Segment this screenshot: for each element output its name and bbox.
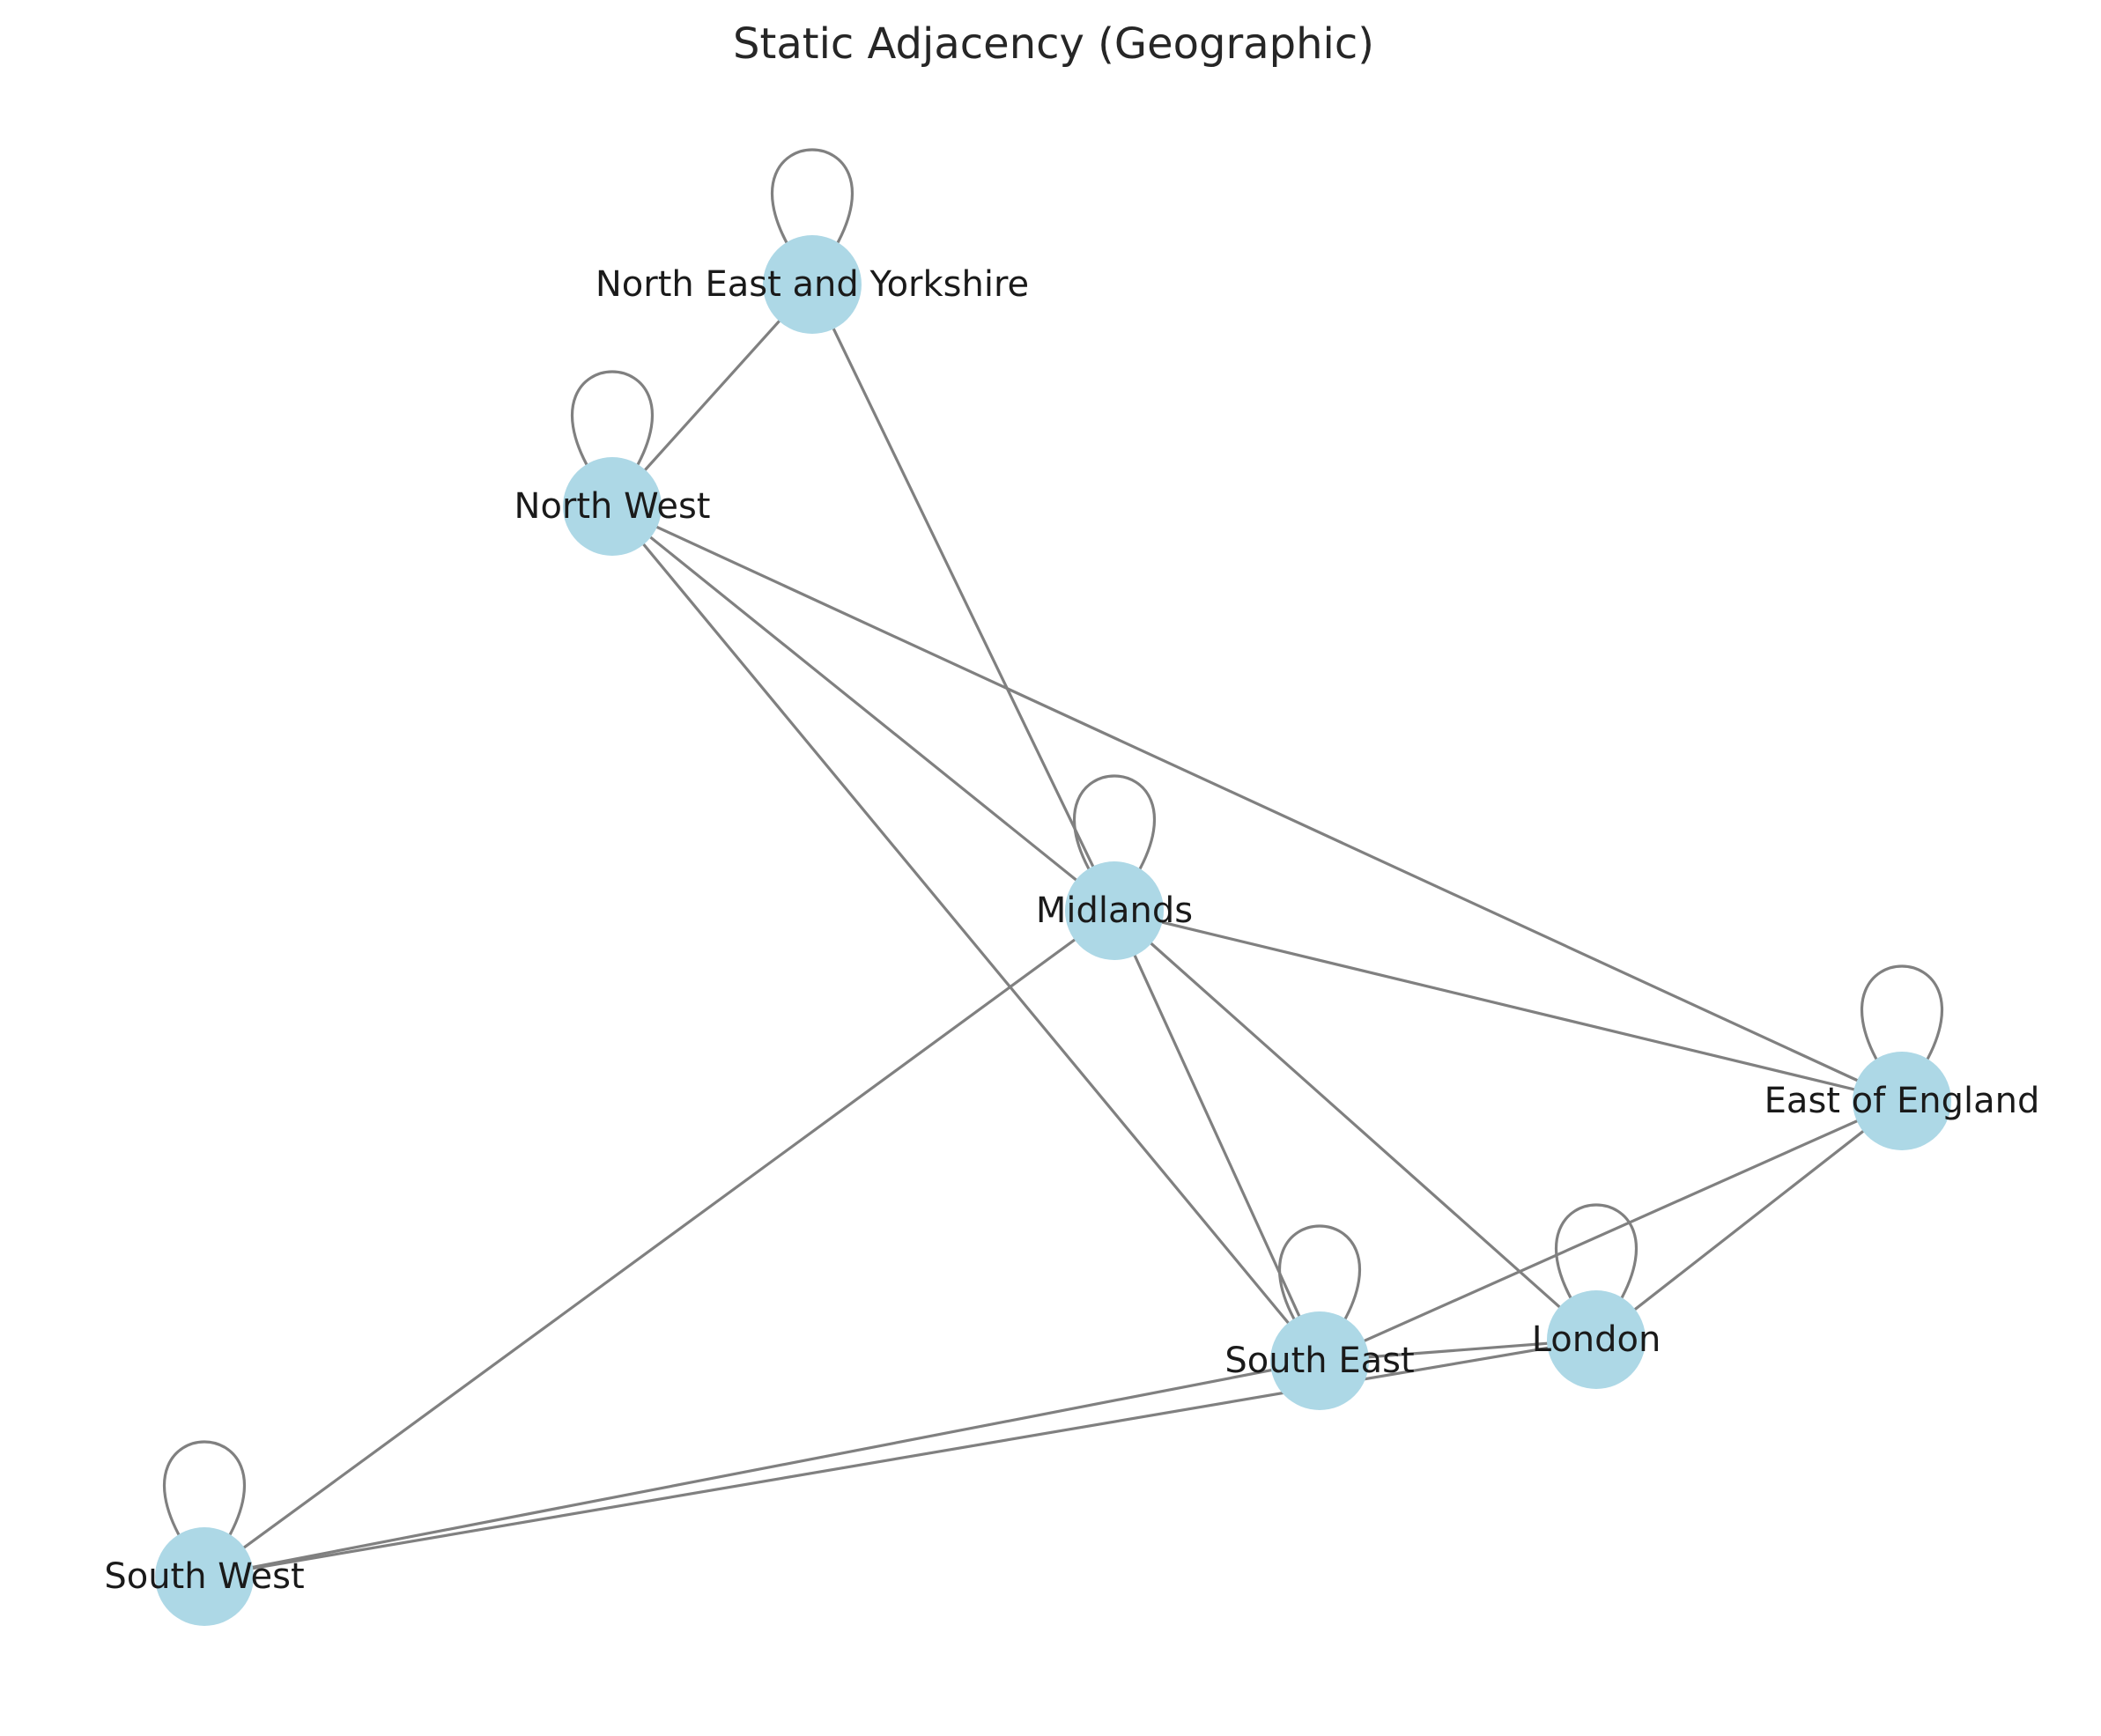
self-loop-london xyxy=(1554,1203,1639,1304)
self-loops-layer xyxy=(162,148,1944,1540)
self-loop-south-east xyxy=(1277,1224,1362,1325)
node-london xyxy=(1547,1290,1646,1389)
node-midlands xyxy=(1065,861,1164,960)
edge-east-of-england-london xyxy=(1595,1099,1903,1341)
node-north-west xyxy=(563,457,662,556)
node-label-midlands: Midlands xyxy=(1036,890,1193,931)
self-loop-south-west xyxy=(162,1440,247,1540)
edge-south-east-south-west xyxy=(203,1359,1321,1578)
node-north-east-and-yorkshire xyxy=(763,235,862,334)
edge-north-west-midlands xyxy=(610,505,1116,912)
edge-north-east-and-yorkshire-north-west xyxy=(610,283,814,508)
nodes-layer xyxy=(155,235,1951,1626)
node-south-east xyxy=(1270,1311,1369,1410)
edge-midlands-london xyxy=(1113,909,1598,1341)
edge-north-west-south-east xyxy=(610,505,1321,1363)
edge-midlands-south-east xyxy=(1113,910,1321,1362)
edge-north-west-east-of-england xyxy=(611,505,1903,1103)
node-label-north-west: North West xyxy=(514,486,711,527)
node-label-london: London xyxy=(1532,1319,1661,1360)
edge-midlands-south-west xyxy=(203,909,1115,1578)
self-loop-north-east-and-yorkshire xyxy=(770,148,854,248)
edge-east-of-england-south-east xyxy=(1319,1099,1903,1363)
node-label-north-east-and-yorkshire: North East and Yorkshire xyxy=(596,264,1029,305)
node-label-east-of-england: East of England xyxy=(1764,1081,2040,1121)
self-loop-midlands xyxy=(1072,774,1157,875)
node-south-west xyxy=(155,1527,254,1626)
node-label-south-east: South East xyxy=(1224,1341,1414,1381)
self-loop-north-west xyxy=(570,370,655,470)
diagram-title: Static Adjacency (Geographic) xyxy=(733,19,1374,69)
edge-midlands-east-of-england xyxy=(1113,909,1903,1103)
edge-north-east-and-yorkshire-midlands xyxy=(810,284,1116,912)
node-label-south-west: South West xyxy=(104,1556,304,1597)
self-loop-east-of-england xyxy=(1860,964,1944,1065)
node-east-of-england xyxy=(1853,1052,1951,1150)
